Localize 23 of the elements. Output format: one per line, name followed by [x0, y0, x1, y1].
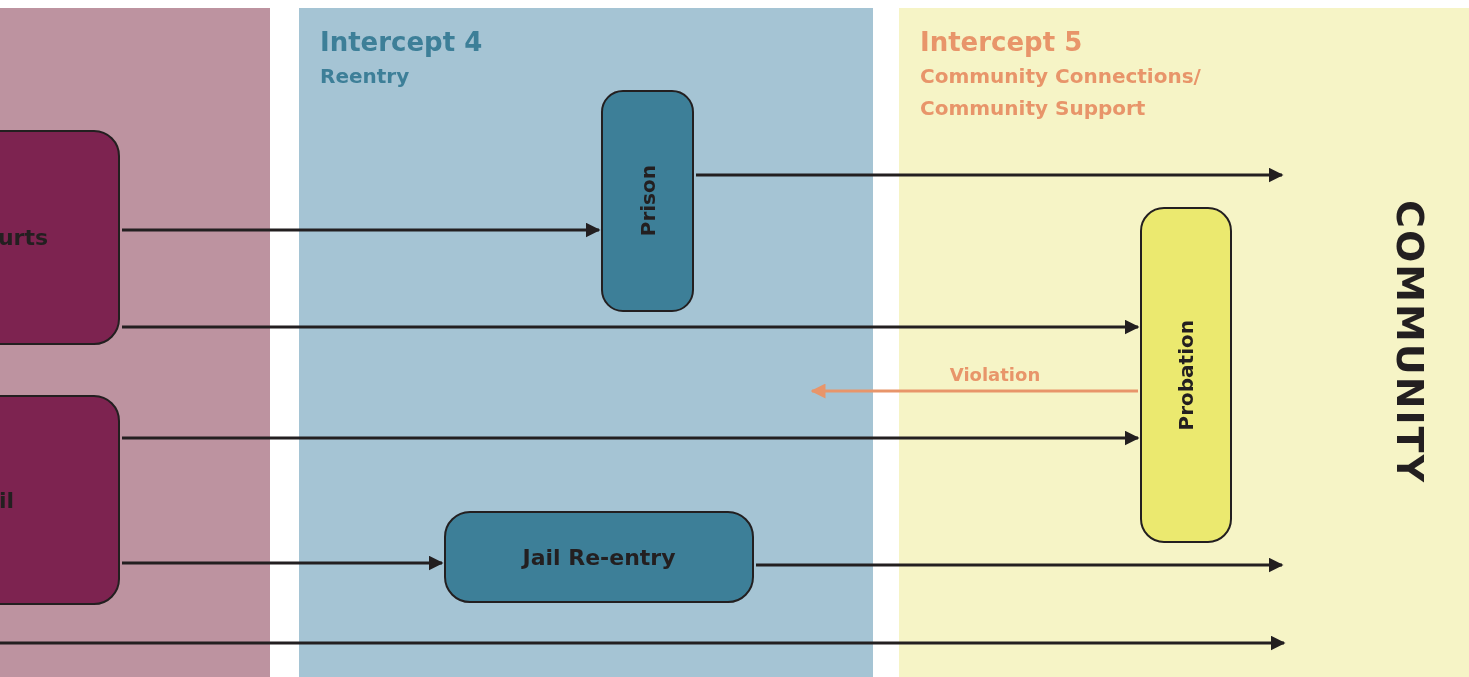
- arrow: [122, 319, 1140, 335]
- process-box: [601, 90, 694, 312]
- box-label: Prison: [635, 165, 660, 237]
- destination-label: COMMUNITY: [1388, 200, 1432, 485]
- process-box: [444, 511, 754, 603]
- intercept-title: Intercept 5: [920, 26, 1084, 58]
- intercept-subtitle: Reentry: [320, 63, 411, 90]
- arrow: [122, 430, 1140, 446]
- arrow: [122, 555, 444, 571]
- arrow: [756, 557, 1284, 573]
- arrow: [696, 167, 1284, 183]
- process-box: [1140, 207, 1232, 543]
- intercept-band: [299, 8, 873, 677]
- intercept-band: [899, 8, 1469, 677]
- intercept-subtitle: Community Connections/ Community Support: [920, 63, 1202, 122]
- edge-label: Violation: [949, 364, 1041, 385]
- arrow: [122, 222, 601, 238]
- intercept-title: Intercept 4: [320, 26, 484, 58]
- box-label: il: [0, 487, 14, 513]
- box-label: Probation: [1174, 319, 1198, 431]
- box-label: Jail Re-entry: [522, 544, 676, 570]
- arrow: [810, 383, 1138, 399]
- box-label: urts: [0, 225, 48, 250]
